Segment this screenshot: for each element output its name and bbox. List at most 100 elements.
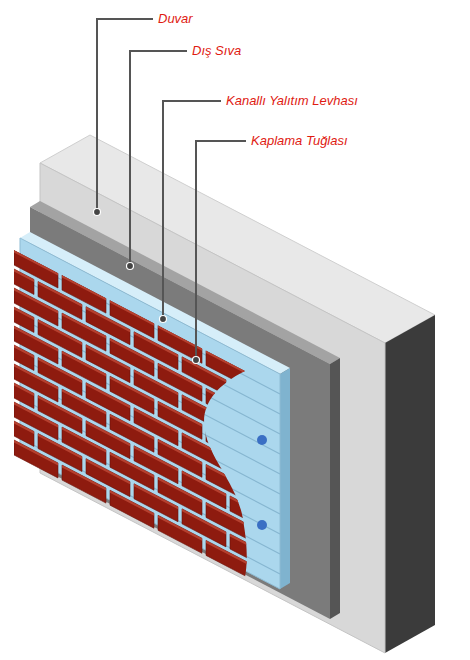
brick: [254, 490, 298, 528]
brick-edge: [86, 421, 130, 447]
brick-edge: [134, 522, 178, 548]
brick-edge: [158, 401, 202, 427]
brick: [230, 458, 274, 496]
brick-edge: [0, 225, 10, 251]
brick-edge: [62, 389, 106, 415]
brick-edge: [14, 326, 58, 352]
brick: [0, 263, 10, 301]
brick-edge: [182, 395, 226, 421]
leader-dot: [160, 316, 167, 323]
brick-edge: [182, 471, 226, 497]
brick: [278, 521, 322, 559]
brick-edge: [110, 490, 154, 516]
brick-edge: [134, 408, 178, 434]
brick-edge: [254, 566, 298, 592]
brick: [0, 408, 34, 446]
brick: [158, 515, 202, 553]
brick: [278, 483, 322, 521]
brick-edge: [38, 320, 82, 346]
brick-edge: [38, 282, 82, 308]
brick: [0, 294, 34, 332]
brick-edge: [182, 433, 226, 459]
brick-edge: [0, 301, 10, 327]
brick-edge: [206, 540, 250, 566]
brick: [0, 339, 10, 377]
leader-dots: [94, 209, 200, 364]
layer-label: Dış Sıva: [192, 43, 241, 59]
brick: [62, 465, 106, 503]
brick-edge: [110, 376, 154, 402]
brick-edge: [230, 420, 274, 446]
brick-edge: [0, 256, 34, 282]
brick-edge: [230, 496, 274, 522]
brick-edge: [158, 363, 202, 389]
brick: [0, 332, 34, 370]
brick-edge: [110, 414, 154, 440]
brick-edge: [134, 332, 178, 358]
brick: [0, 301, 10, 339]
brick-edge: [206, 426, 250, 452]
leader-dot: [94, 209, 101, 216]
brick: [254, 528, 298, 566]
brick: [230, 420, 274, 458]
brick-edge: [38, 434, 82, 460]
brick-edge: [182, 509, 226, 535]
brick-edge: [38, 396, 82, 422]
brick-edge: [62, 313, 106, 339]
anchor-dowel: [257, 520, 267, 530]
brick-edge: [0, 294, 34, 320]
brick-edge: [0, 263, 10, 289]
brick-edge: [158, 477, 202, 503]
brick-edge: [182, 357, 226, 383]
brick-edge: [158, 515, 202, 541]
brick: [0, 415, 10, 453]
brick-edge: [62, 351, 106, 377]
brick-edge: [0, 332, 34, 358]
brick-edge: [86, 497, 130, 523]
brick-edge: [134, 484, 178, 510]
anchor-dowel: [257, 435, 267, 445]
brick: [110, 490, 154, 528]
leader-dot: [193, 357, 200, 364]
insulation-side: [280, 368, 290, 589]
brick-edge: [278, 445, 322, 471]
brick-edge: [38, 358, 82, 384]
brick: [86, 497, 130, 535]
brick: [254, 414, 298, 452]
brick: [254, 376, 298, 414]
brick-edge: [14, 402, 58, 428]
brick-edge: [134, 446, 178, 472]
brick-edge: [254, 490, 298, 516]
brick: [278, 559, 322, 597]
brick-edge: [254, 414, 298, 440]
brick-edge: [254, 528, 298, 554]
brick: [254, 452, 298, 490]
brick: [278, 445, 322, 483]
brick-edge: [206, 464, 250, 490]
brick-edge: [278, 407, 322, 433]
brick-edge: [278, 483, 322, 509]
brick-edge: [254, 452, 298, 478]
leader-line: [97, 19, 153, 209]
plaster-side: [330, 358, 340, 619]
brick: [206, 388, 250, 426]
brick-edge: [158, 439, 202, 465]
brick-layer: [0, 225, 322, 635]
leader-line: [196, 141, 246, 357]
brick-edge: [206, 502, 250, 528]
brick: [14, 440, 58, 478]
brick-edge: [14, 440, 58, 466]
brick-edge: [254, 376, 298, 402]
brick-edge: [62, 427, 106, 453]
brick-edge: [230, 534, 274, 560]
brick: [182, 547, 226, 585]
brick-edge: [206, 350, 250, 376]
brick: [0, 377, 10, 415]
brick-edge: [230, 458, 274, 484]
brick-edge: [230, 382, 274, 408]
brick-edge: [62, 275, 106, 301]
leader-line: [130, 51, 187, 263]
brick-edge: [0, 370, 34, 396]
brick-edge: [0, 446, 34, 472]
